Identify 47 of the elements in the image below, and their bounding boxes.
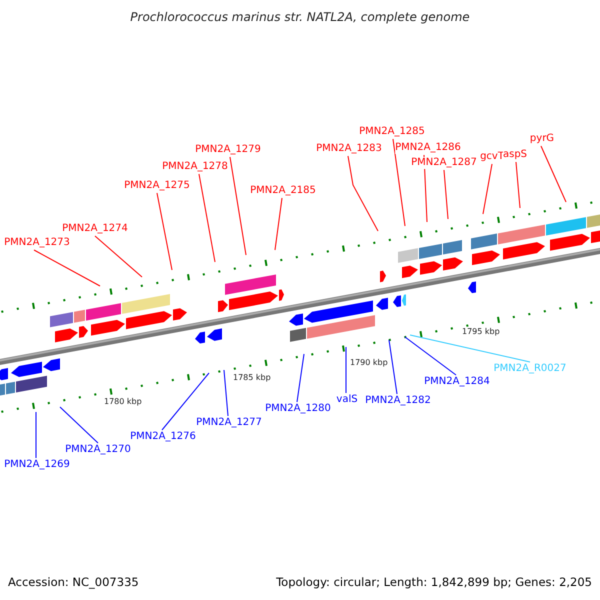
- gene-label: PMN2A_1282: [365, 395, 431, 407]
- leader-line: [516, 162, 520, 208]
- leader-line: [224, 370, 228, 416]
- gene-label: PMN2A_1287: [411, 157, 477, 169]
- gene-label: PMN2A_1279: [195, 144, 261, 156]
- gene-label: PMN2A_2185: [250, 185, 316, 197]
- gene-label: aspS: [502, 149, 528, 161]
- footer-text: Topology: circular; Length: 1,842,899 bp; Genes: 2,205: [276, 575, 592, 589]
- gene-label: PMN2A_1284: [424, 376, 490, 388]
- leader-line: [274, 198, 282, 250]
- leader-line: [404, 336, 456, 376]
- leader-line: [34, 250, 100, 286]
- leader-line: [162, 372, 210, 430]
- leader-line: [482, 164, 492, 214]
- leader-line: [392, 138, 406, 226]
- gene-label: PMN2A_1283: [316, 143, 382, 155]
- scale-label: 1785 kbp: [233, 373, 271, 383]
- gene-label: PMN2A_1285: [359, 126, 425, 138]
- gene-label: PMN2A_1280: [265, 403, 331, 415]
- gene-label: PMN2A_1270: [65, 444, 131, 456]
- leader-line: [410, 334, 530, 362]
- leader-line: [198, 174, 216, 262]
- gene-label: PMN2A_1275: [124, 180, 190, 192]
- gene-label: pyrG: [530, 133, 554, 145]
- gene-label: PMN2A_1274: [62, 223, 128, 235]
- gene-label: PMN2A_1286: [395, 142, 461, 154]
- leader-line: [230, 156, 246, 256]
- leader-line: [348, 156, 378, 232]
- gene-label: PMN2A_R0027: [494, 363, 566, 375]
- gene-label: PMN2A_1269: [4, 459, 70, 471]
- gene-label: PMN2A_1277: [196, 417, 262, 429]
- scale-label: 1780 kbp: [104, 397, 142, 407]
- leader-line: [156, 192, 172, 270]
- gene-label: PMN2A_1278: [162, 161, 228, 173]
- footer-text: Accession: NC_007335: [8, 575, 139, 589]
- leader-line: [444, 170, 448, 220]
- chart-title: Prochlorococcus marinus str. NATL2A, complete genome: [129, 10, 471, 24]
- gene-label: PMN2A_1273: [4, 237, 70, 249]
- leader-line: [60, 406, 98, 444]
- scale-label: 1795 kbp: [462, 327, 500, 337]
- leader-line: [94, 236, 142, 278]
- leader-line: [388, 340, 398, 394]
- gene-label: gcvT: [480, 151, 504, 163]
- leader-line: [540, 146, 566, 202]
- gene-label: PMN2A_1276: [130, 431, 196, 443]
- leader-line: [296, 354, 304, 402]
- scale-label: 1790 kbp: [350, 358, 388, 368]
